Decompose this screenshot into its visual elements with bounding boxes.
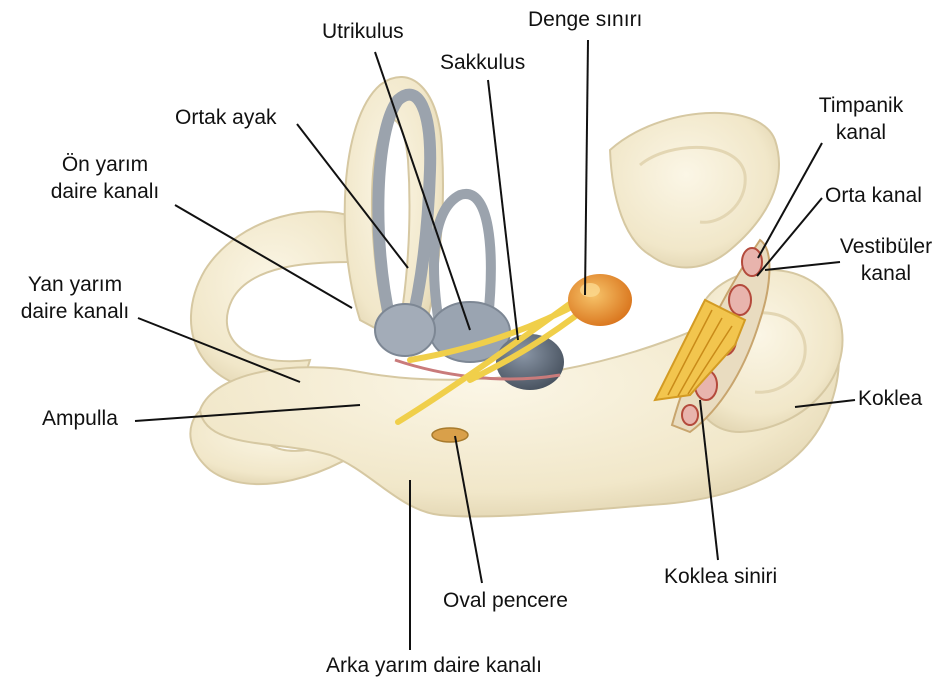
label-yan-yarim-line1: Yan yarım <box>0 271 150 298</box>
ganglion-highlight <box>580 283 600 297</box>
label-vestibuler-line1: Vestibüler <box>830 233 942 260</box>
label-timpanik-kanal: Timpanik kanal <box>806 92 916 146</box>
label-arka-yarim-daire-kanali: Arka yarım daire kanalı <box>326 652 542 679</box>
label-oval-pencere: Oval pencere <box>443 587 568 614</box>
leader-denge-siniri <box>585 40 588 295</box>
label-vestibuler-kanal: Vestibüler kanal <box>830 233 942 287</box>
label-vestibuler-line2: kanal <box>830 260 942 287</box>
label-timpanik-line1: Timpanik <box>806 92 916 119</box>
label-orta-kanal: Orta kanal <box>825 182 922 209</box>
label-koklea: Koklea <box>858 385 922 412</box>
label-on-yarim-daire-kanali: Ön yarım daire kanalı <box>35 151 175 205</box>
label-yan-yarim-line2: daire kanalı <box>0 298 150 325</box>
label-timpanik-line2: kanal <box>806 119 916 146</box>
oval-window <box>432 428 468 442</box>
label-koklea-siniri: Koklea siniri <box>664 563 777 590</box>
label-sakkulus: Sakkulus <box>440 49 525 76</box>
label-ampulla: Ampulla <box>42 405 118 432</box>
label-denge-siniri: Denge sınırı <box>528 6 642 33</box>
cochlea-shell <box>610 113 779 268</box>
utricle-lower <box>375 304 435 356</box>
label-on-yarim-line2: daire kanalı <box>35 178 175 205</box>
label-utrikulus: Utrikulus <box>322 18 404 45</box>
label-yan-yarim-daire-kanali: Yan yarım daire kanalı <box>0 271 150 325</box>
vestibular-ganglion <box>568 274 632 326</box>
leader-vestibuler <box>765 262 840 270</box>
label-on-yarim-line1: Ön yarım <box>35 151 175 178</box>
label-ortak-ayak: Ortak ayak <box>175 104 277 131</box>
